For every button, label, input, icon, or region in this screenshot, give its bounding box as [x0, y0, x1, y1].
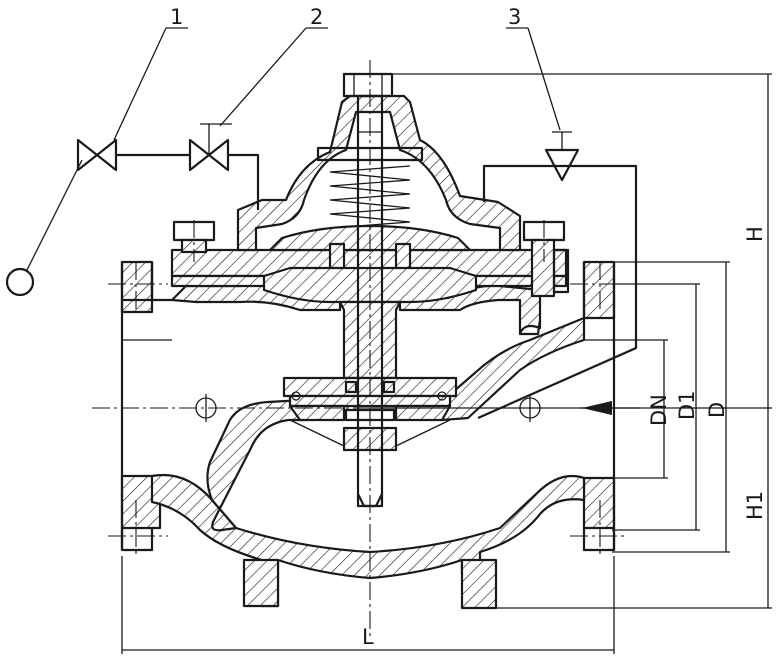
dim-DN: DN	[647, 394, 671, 426]
callouts: 1 2 3	[113, 5, 561, 141]
callout-3: 3	[508, 5, 521, 29]
dim-L: L	[362, 625, 374, 649]
callout-1: 1	[170, 5, 183, 29]
dim-H1: H1	[743, 491, 767, 520]
needle-valve-2-icon	[188, 138, 230, 172]
flow-arrow-icon	[582, 401, 612, 415]
needle-valve-1-icon	[76, 138, 118, 172]
center-lines	[92, 60, 640, 640]
dimensions: H H1 DN D1 D L	[121, 73, 772, 654]
pressure-gauge-icon	[5, 267, 35, 297]
dim-D: D	[705, 402, 729, 418]
pilot-piping	[5, 123, 638, 420]
valve-body	[120, 260, 616, 610]
dim-D1: D1	[675, 390, 699, 420]
callout-2: 2	[310, 5, 323, 29]
dim-H: H	[743, 226, 767, 242]
